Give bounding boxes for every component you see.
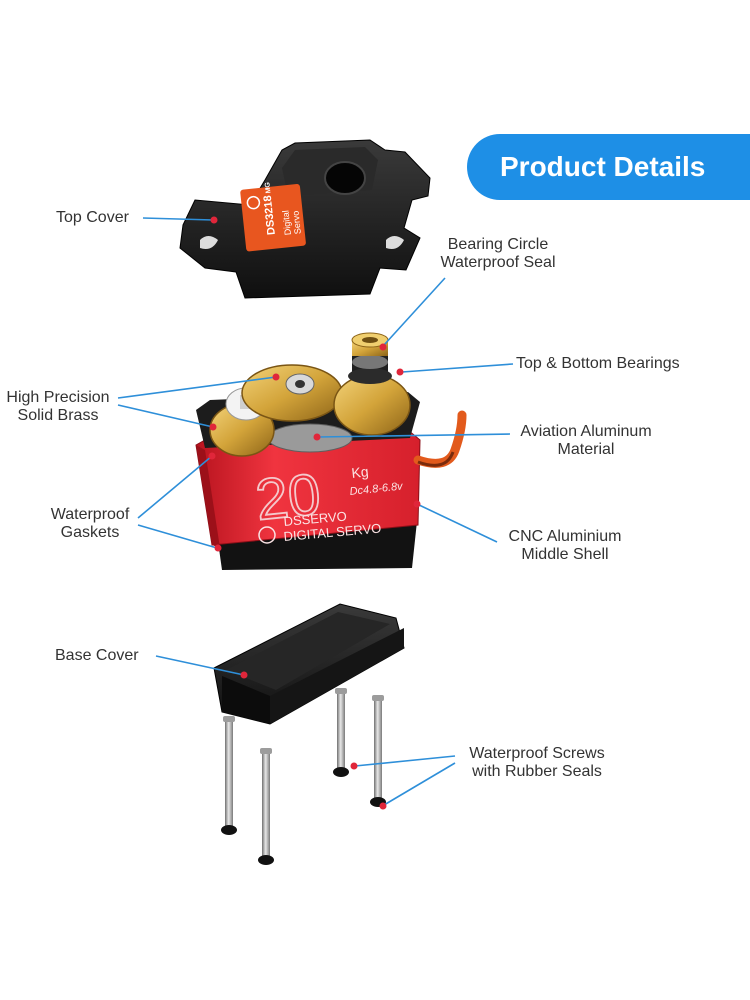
label-solid-brass: High Precision Solid Brass <box>0 389 116 425</box>
servo-brand: DSSERVO <box>283 509 347 529</box>
top-cover-model-suffix: MG <box>264 181 272 195</box>
screw-4 <box>370 695 386 807</box>
label-bearing-circle-line1: Bearing Circle <box>447 236 549 253</box>
callout-markers <box>208 216 421 810</box>
leader-lines <box>117 217 514 806</box>
label-aviation-aluminum-line1: Aviation Aluminum <box>520 423 652 440</box>
label-bearing-circle: Bearing Circle Waterproof Seal <box>428 236 568 272</box>
servo-voltage: Dc4.8-6.8v <box>349 480 405 498</box>
label-aviation-aluminum: Aviation Aluminum Material <box>508 423 664 459</box>
label-base-cover-text: Base Cover <box>55 647 139 664</box>
label-waterproof-gaskets: Waterproof Gaskets <box>44 506 136 542</box>
screw-3 <box>333 688 349 777</box>
screws-part <box>221 688 386 865</box>
label-bearing-circle-line2: Waterproof Seal <box>440 254 556 271</box>
label-top-cover-text: Top Cover <box>56 209 129 226</box>
label-top-cover: Top Cover <box>56 209 129 227</box>
label-waterproof-screws: Waterproof Screws with Rubber Seals <box>455 745 619 781</box>
label-waterproof-screws-line2: with Rubber Seals <box>472 763 602 780</box>
base-cover-part <box>213 603 405 725</box>
screw-2 <box>258 748 274 865</box>
servo-torque-unit: Kg <box>351 463 370 481</box>
label-top-bottom-bearings-text: Top & Bottom Bearings <box>516 355 680 372</box>
label-solid-brass-line2: Solid Brass <box>17 407 99 424</box>
label-waterproof-screws-line1: Waterproof Screws <box>469 745 605 762</box>
label-cnc-middle-shell: CNC Aluminium Middle Shell <box>498 528 632 564</box>
label-solid-brass-line1: High Precision <box>6 389 110 406</box>
screw-1 <box>221 716 237 835</box>
servo-torque: 20 <box>253 462 324 533</box>
top-cover-brand-line2: Servo <box>291 210 303 234</box>
label-cnc-middle-shell-line2: Middle Shell <box>521 546 609 563</box>
label-waterproof-gaskets-line2: Gaskets <box>60 524 120 541</box>
label-waterproof-gaskets-line1: Waterproof <box>50 506 130 523</box>
label-base-cover: Base Cover <box>55 647 139 665</box>
label-cnc-middle-shell-line1: CNC Aluminium <box>508 528 622 545</box>
label-top-bottom-bearings: Top & Bottom Bearings <box>516 355 680 373</box>
top-cover-part: DS3218 MG Digital Servo <box>179 139 431 299</box>
page-title: Product Details <box>500 151 706 182</box>
label-aviation-aluminum-line2: Material <box>557 441 615 458</box>
top-cover-brand-line1: Digital <box>280 210 293 236</box>
gear-train <box>209 332 411 457</box>
product-details-badge: Product Details <box>467 134 750 200</box>
